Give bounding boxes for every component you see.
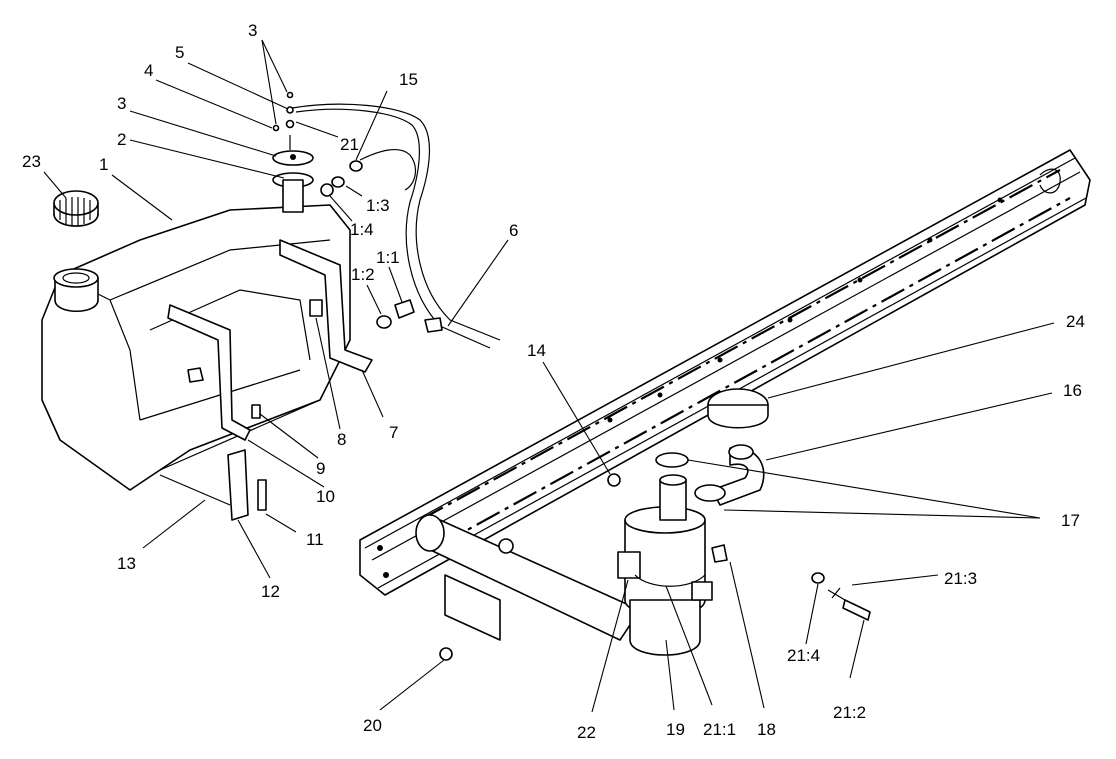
callout-16: 15: [399, 70, 418, 89]
cross-tube: [415, 514, 641, 641]
callout-10: 10: [316, 487, 335, 506]
callout-11: 11: [306, 530, 324, 549]
sending-unit: [272, 91, 314, 213]
callout-7: 7: [389, 423, 398, 442]
callout-8: 8: [337, 430, 346, 449]
callout-3-top: 3: [248, 21, 257, 40]
callout-1-1: 1:1: [376, 248, 400, 267]
callout-1-3: 1:3: [366, 196, 390, 215]
callout-21-3: 21:3: [944, 569, 977, 588]
callout-21-4: 21:4: [787, 646, 820, 665]
callout-3: 3: [117, 94, 126, 113]
tank-straps: [159, 239, 373, 521]
callout-21: 22: [577, 723, 596, 742]
callout-1: 1: [99, 155, 108, 174]
callout-1-2: 1:2: [351, 265, 375, 284]
callout-labels: 3 5 4 3 2 1 23 21 15 1:3 1:4 1:1 1:2 6 7…: [22, 21, 1085, 742]
callout-20: 20: [363, 716, 382, 735]
callout-4: 4: [144, 61, 153, 80]
air-cleaner: [617, 388, 871, 656]
callout-24: 24: [1066, 312, 1085, 331]
fuel-lines: [187, 103, 501, 511]
callout-13: 13: [117, 554, 136, 573]
callout-21-1: 21:1: [703, 720, 736, 739]
callout-23: 23: [22, 152, 41, 171]
callout-14: 14: [527, 341, 546, 360]
callout-22: 21: [340, 135, 359, 154]
fuel-tank: [41, 204, 351, 491]
callout-9: 9: [316, 459, 325, 478]
frame-rail: [359, 149, 1091, 596]
callout-2: 2: [117, 130, 126, 149]
callout-19: 19: [666, 720, 685, 739]
leader-lines: [43, 39, 1055, 713]
callout-15: 16: [1063, 381, 1082, 400]
hardware: [439, 473, 621, 661]
callout-21-2: 21:2: [833, 703, 866, 722]
callout-6: 6: [509, 221, 518, 240]
callout-18: 18: [757, 720, 776, 739]
callout-5: 5: [175, 43, 184, 62]
callout-1-4: 1:4: [350, 220, 374, 239]
tank-cap: [53, 190, 99, 227]
callout-17: 17: [1061, 511, 1080, 530]
callout-12: 12: [261, 582, 280, 601]
